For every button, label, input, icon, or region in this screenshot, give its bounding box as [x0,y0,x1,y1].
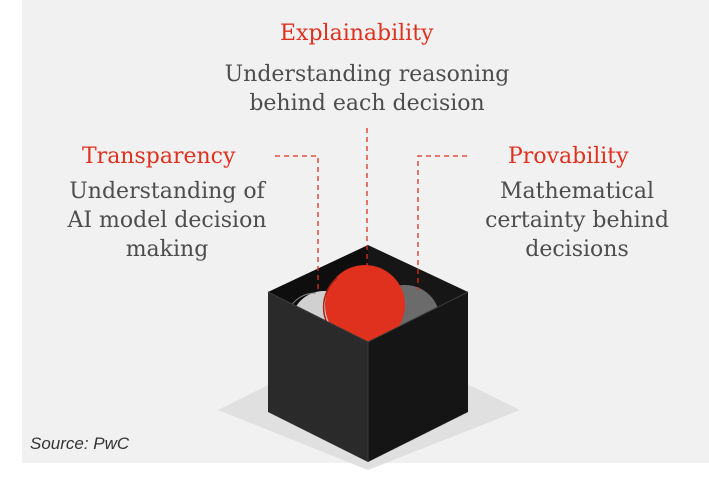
provability-title: Provability [508,144,629,169]
description-line: making [125,237,209,262]
description-line: AI model decision [67,208,267,233]
description-line: certainty behind [485,208,669,233]
transparency-title: Transparency [82,144,236,169]
description-line: Understanding reasoning [224,62,510,87]
source-caption: Source: PwC [30,434,130,453]
description-line: Mathematical [500,179,654,204]
box-front-right [368,292,468,462]
explainability-title: Explainability [280,21,434,46]
description-line: Understanding of [69,179,265,204]
provability-description: Mathematical certainty behind decisions [467,177,687,264]
explainability-description: Understanding reasoning behind each deci… [197,60,537,118]
transparency-description: Understanding of AI model decision makin… [47,177,287,264]
leader-provability [417,155,467,290]
description-line: decisions [525,237,629,262]
description-line: behind each decision [249,91,485,116]
box-front-left [268,292,368,462]
